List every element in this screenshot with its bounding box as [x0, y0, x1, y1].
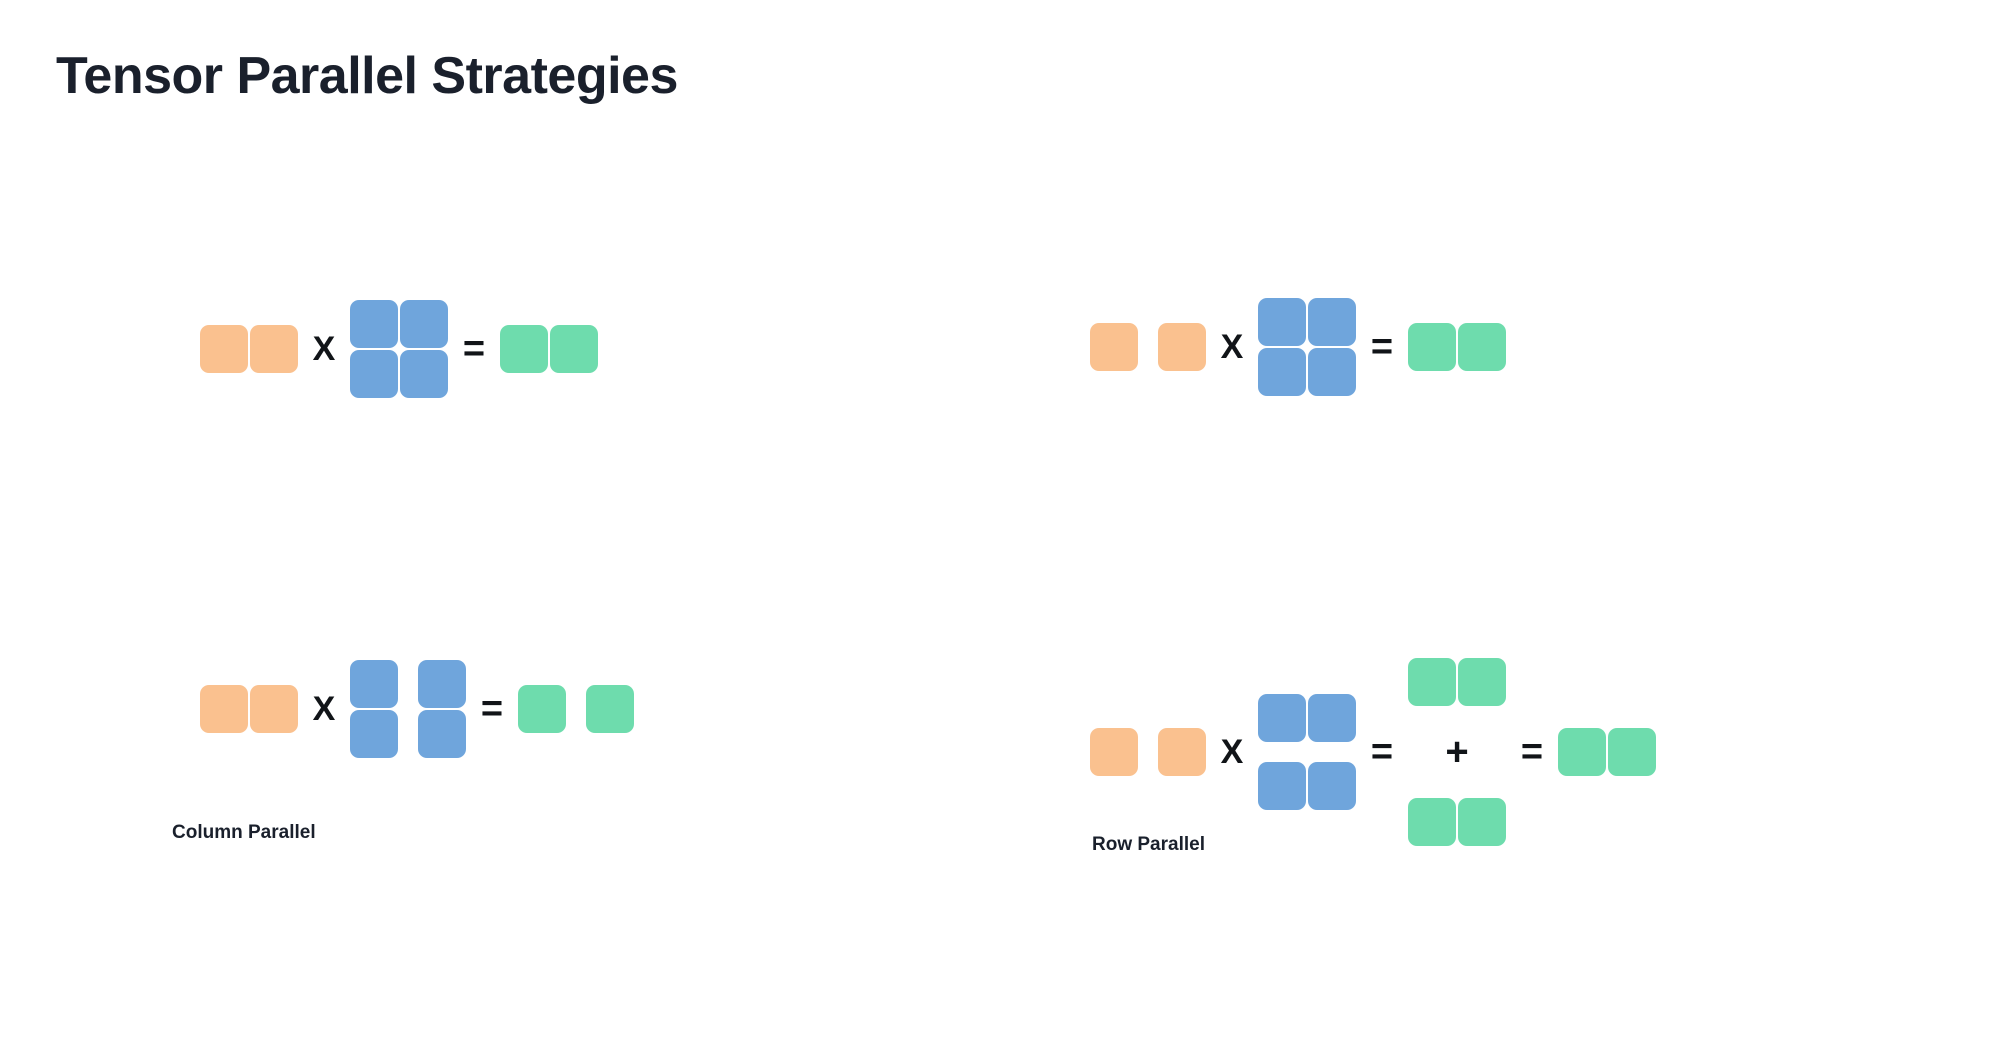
- matrix-cell-green: [1458, 658, 1506, 706]
- output-matrix-green: [1408, 323, 1506, 371]
- diagram-row-parallel-sharded: X = + =: [1090, 658, 1656, 846]
- matrix-cell-blue: [418, 710, 466, 758]
- partial-output-stack: +: [1408, 658, 1506, 846]
- equals-operator: =: [1520, 731, 1544, 773]
- matrix-cell-blue: [350, 300, 398, 348]
- input-matrix-orange: [200, 325, 298, 373]
- matrix-row: [1090, 728, 1206, 776]
- input-matrix-orange: [200, 685, 298, 733]
- matrix-row: [1258, 348, 1356, 396]
- output-matrix-green-column-split: [518, 685, 634, 733]
- matrix-cell-green: [1408, 798, 1456, 846]
- weight-matrix-blue-row-split: [1258, 694, 1356, 810]
- matrix-cell-blue: [1308, 298, 1356, 346]
- caption-column-parallel: Column Parallel: [172, 822, 316, 843]
- weight-matrix-blue: [1258, 298, 1356, 396]
- matrix-row: [1558, 728, 1656, 776]
- matrix-cell-blue: [350, 710, 398, 758]
- matrix-row: [200, 685, 298, 733]
- multiply-operator: X: [1220, 328, 1244, 366]
- multiply-operator: X: [312, 690, 336, 728]
- matrix-row: [350, 660, 466, 708]
- matrix-cell-blue: [350, 350, 398, 398]
- matrix-row: [1408, 323, 1506, 371]
- matrix-row: [518, 685, 634, 733]
- input-matrix-orange-column-split: [1090, 728, 1206, 776]
- matrix-cell-orange: [1158, 323, 1206, 371]
- multiply-operator: X: [1220, 733, 1244, 771]
- weight-matrix-blue: [350, 300, 448, 398]
- matrix-row: [1090, 323, 1206, 371]
- matrix-cell-blue: [1308, 348, 1356, 396]
- caption-row-parallel: Row Parallel: [1092, 834, 1205, 855]
- diagram-column-parallel-sharded: X =: [200, 660, 634, 758]
- equals-operator: =: [1370, 731, 1394, 773]
- matrix-row: [1258, 694, 1356, 742]
- matrix-cell-green: [1558, 728, 1606, 776]
- matrix-cell-blue: [1308, 762, 1356, 810]
- matrix-cell-orange: [1090, 323, 1138, 371]
- matrix-cell-blue: [350, 660, 398, 708]
- matrix-cell-blue: [1258, 762, 1306, 810]
- matrix-cell-green: [1408, 658, 1456, 706]
- matrix-row: [500, 325, 598, 373]
- plus-operator: +: [1445, 730, 1469, 774]
- weight-matrix-blue-column-split: [350, 660, 466, 758]
- matrix-cell-blue: [1258, 348, 1306, 396]
- matrix-cell-green: [1458, 323, 1506, 371]
- matrix-cell-orange: [200, 325, 248, 373]
- page-title: Tensor Parallel Strategies: [56, 47, 678, 105]
- matrix-row: [1408, 798, 1506, 846]
- matrix-row: [350, 300, 448, 348]
- equals-operator: =: [462, 328, 486, 370]
- equals-operator: =: [1370, 326, 1394, 368]
- matrix-row: [350, 710, 466, 758]
- matrix-cell-orange: [1090, 728, 1138, 776]
- input-matrix-orange-column-split: [1090, 323, 1206, 371]
- matrix-cell-green: [1608, 728, 1656, 776]
- matrix-row: [200, 325, 298, 373]
- matrix-cell-orange: [250, 685, 298, 733]
- matrix-cell-blue: [1308, 694, 1356, 742]
- partial-output-matrix-green: [1408, 798, 1506, 846]
- matrix-row: [1258, 298, 1356, 346]
- diagram-column-parallel-unsharded: X =: [200, 300, 598, 398]
- matrix-cell-blue: [1258, 298, 1306, 346]
- matrix-row: [350, 350, 448, 398]
- matrix-cell-blue: [400, 350, 448, 398]
- matrix-cell-orange: [1158, 728, 1206, 776]
- matrix-cell-orange: [250, 325, 298, 373]
- matrix-cell-green: [1408, 323, 1456, 371]
- output-matrix-green: [500, 325, 598, 373]
- partial-output-matrix-green: [1408, 658, 1506, 706]
- matrix-cell-green: [1458, 798, 1506, 846]
- matrix-cell-blue: [1258, 694, 1306, 742]
- multiply-operator: X: [312, 330, 336, 368]
- diagram-row-parallel-unsharded: X =: [1090, 298, 1506, 396]
- matrix-cell-green: [518, 685, 566, 733]
- final-output-matrix-green: [1558, 728, 1656, 776]
- matrix-row: [1408, 658, 1506, 706]
- matrix-cell-green: [550, 325, 598, 373]
- matrix-cell-blue: [418, 660, 466, 708]
- matrix-cell-green: [500, 325, 548, 373]
- matrix-cell-blue: [400, 300, 448, 348]
- matrix-row: [1258, 762, 1356, 810]
- matrix-cell-orange: [200, 685, 248, 733]
- equals-operator: =: [480, 688, 504, 730]
- matrix-cell-green: [586, 685, 634, 733]
